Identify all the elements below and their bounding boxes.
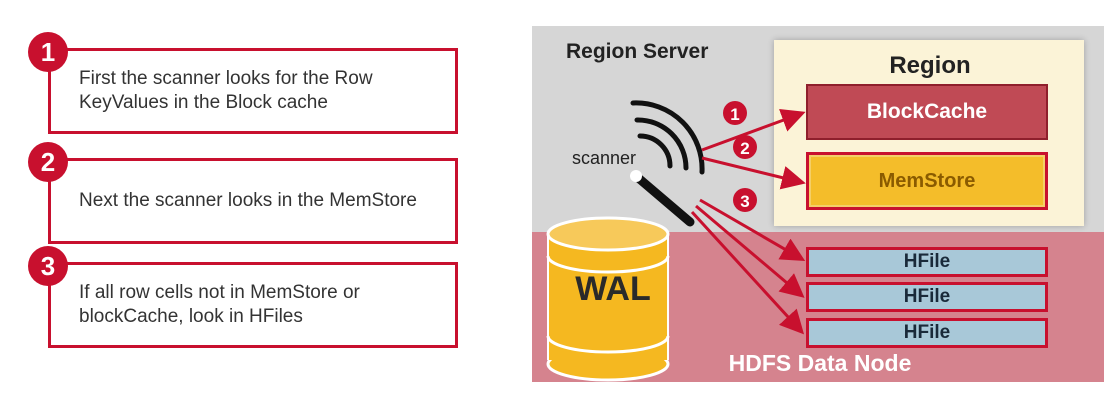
step-box-3: If all row cells not in MemStore or bloc… — [48, 262, 458, 348]
arrow-to-memstore — [701, 156, 806, 190]
hdfs-data-node-label: HDFS Data Node — [728, 350, 912, 376]
scanner-signal-icon — [630, 100, 705, 175]
step-badge-1: 1 — [28, 32, 68, 72]
step-badge-3: 3 — [28, 246, 68, 286]
hfile-box-1: HFile — [806, 247, 1048, 277]
region-server-label: Region Server — [566, 40, 709, 63]
hfile-box-3: HFile — [806, 318, 1048, 348]
region-label: Region — [889, 52, 971, 79]
step-badge-2: 2 — [28, 142, 68, 182]
step-box-2: Next the scanner looks in the MemStore — [48, 158, 458, 244]
step-text-3: If all row cells not in MemStore or bloc… — [79, 281, 360, 327]
hfile-box-2: HFile — [806, 282, 1048, 312]
svg-text:1: 1 — [730, 105, 739, 124]
memstore-box: MemStore — [806, 152, 1048, 210]
arrow-marker-3: 3 — [733, 188, 757, 212]
step-text-1: First the scanner looks for the Row KeyV… — [79, 67, 373, 113]
step-text-2: Next the scanner looks in the MemStore — [79, 189, 417, 211]
svg-text:3: 3 — [740, 192, 749, 211]
scanner-wand-icon — [630, 170, 695, 227]
arrow-to-blockcache — [701, 108, 806, 152]
arrow-to-hfile-3 — [690, 210, 805, 335]
scanner-label: scanner — [572, 148, 637, 168]
svg-text:2: 2 — [740, 139, 749, 158]
arrow-marker-1: 1 — [723, 101, 747, 125]
arrow-marker-2: 2 — [733, 135, 757, 159]
arrow-to-hfile-2 — [695, 204, 805, 298]
arrow-to-hfile-1 — [699, 198, 806, 262]
wal-cylinder-icon — [546, 216, 670, 382]
step-box-1: First the scanner looks for the Row KeyV… — [48, 48, 458, 134]
blockcache-box: BlockCache — [806, 84, 1048, 140]
wal-label: WAL — [575, 270, 651, 308]
